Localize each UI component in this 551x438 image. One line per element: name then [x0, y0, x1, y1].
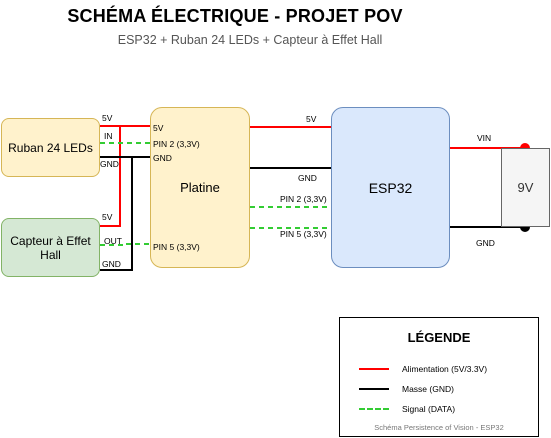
- ground-line-swatch-icon: [359, 388, 389, 390]
- ruban-in-label: IN: [104, 131, 113, 141]
- esp32-box: ESP32: [331, 107, 450, 268]
- wire-capteur-out: [100, 243, 150, 246]
- power-line-swatch-icon: [359, 368, 389, 370]
- legend-item-signal: Signal (DATA): [340, 403, 538, 415]
- capteur-hall-box: Capteur à Effet Hall: [1, 218, 100, 277]
- wire-pin2-label: PIN 2 (3,3V): [280, 194, 327, 204]
- ruban-leds-label: Ruban 24 LEDs: [8, 140, 93, 155]
- capteur-5v-label: 5V: [102, 212, 113, 222]
- battery-box: 9V: [501, 148, 550, 227]
- legend-footer: Schéma Persistence of Vision - ESP32: [374, 423, 504, 432]
- signal-line-swatch-icon: [359, 408, 389, 410]
- wire-capteur-5v: [100, 126, 121, 227]
- ruban-gnd-label: GND: [100, 159, 119, 169]
- vin-label: VIN: [477, 133, 492, 143]
- legend-item-label: Signal (DATA): [402, 404, 456, 414]
- platine-box: Platine: [150, 107, 250, 268]
- platine-pin2-label: PIN 2 (3,3V): [153, 139, 200, 149]
- legend-item-power: Alimentation (5V/3.3V): [340, 363, 538, 375]
- ruban-5v-label: 5V: [102, 113, 113, 123]
- capteur-gnd-label: GND: [102, 259, 121, 269]
- wire-pin5-label: PIN 5 (3,3V): [280, 229, 327, 239]
- signal-wires: [100, 142, 331, 246]
- platine-pin5-label: PIN 5 (3,3V): [153, 242, 200, 252]
- power-wires: [100, 125, 525, 227]
- legend-item-ground: Masse (GND): [340, 383, 538, 395]
- wire-capteur-gnd: [100, 157, 133, 271]
- platine-label: Platine: [180, 179, 220, 195]
- platine-5v-label: 5V: [153, 123, 164, 133]
- diagram-title: SCHÉMA ÉLECTRIQUE - PROJET POV: [67, 6, 403, 26]
- platine-gnd-label: GND: [153, 153, 172, 163]
- legend-item-label: Alimentation (5V/3.3V): [402, 364, 488, 374]
- esp32-label: ESP32: [368, 179, 413, 196]
- battery-label: 9V: [517, 179, 534, 195]
- diagram-subtitle: ESP32 + Ruban 24 LEDs + Capteur à Effet …: [117, 33, 383, 47]
- legend-item-label: Masse (GND): [402, 384, 454, 394]
- ground-wires: [100, 156, 525, 271]
- wire-gnd-label: GND: [298, 173, 317, 183]
- legend-title: LÉGENDE: [407, 330, 471, 345]
- capteur-out-label: OUT: [104, 236, 122, 246]
- battery-gnd-label: GND: [476, 238, 495, 248]
- legend-box: LÉGENDE Alimentation (5V/3.3V) Masse (GN…: [339, 317, 539, 437]
- ruban-leds-box: Ruban 24 LEDs: [1, 118, 100, 177]
- capteur-hall-label: Capteur à Effet Hall: [10, 233, 91, 262]
- wire-5v-label: 5V: [306, 114, 317, 124]
